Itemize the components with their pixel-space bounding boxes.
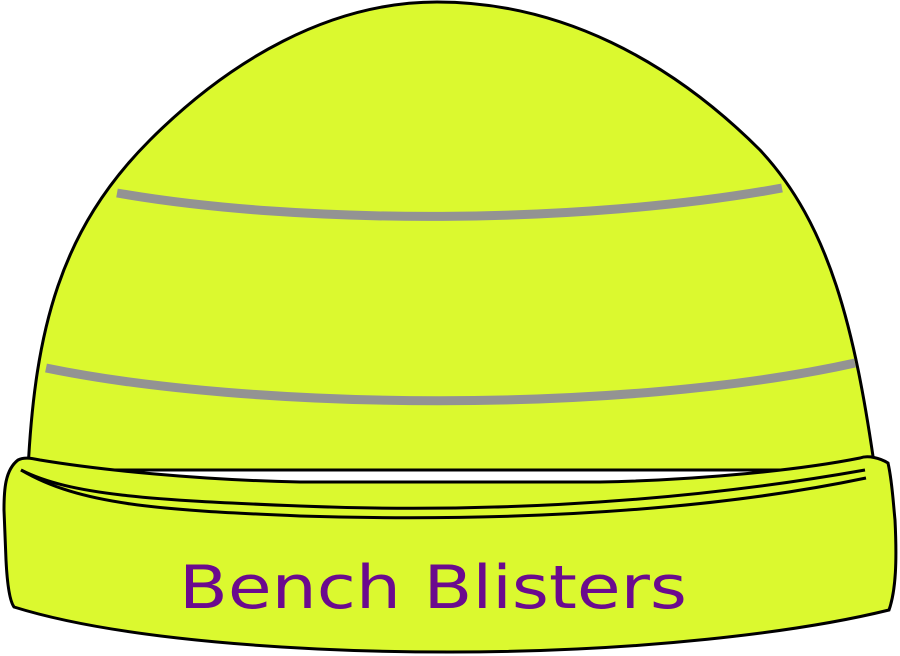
- hat-label-text: Bench Blisters: [179, 553, 687, 623]
- hat-crown: [26, 0, 877, 472]
- hat-stripe-lower: [45, 358, 856, 406]
- cuff-fold-line-lower: [20, 468, 867, 520]
- cuff-fold-line-upper: [20, 468, 866, 510]
- hat-stripe-upper: [116, 183, 783, 221]
